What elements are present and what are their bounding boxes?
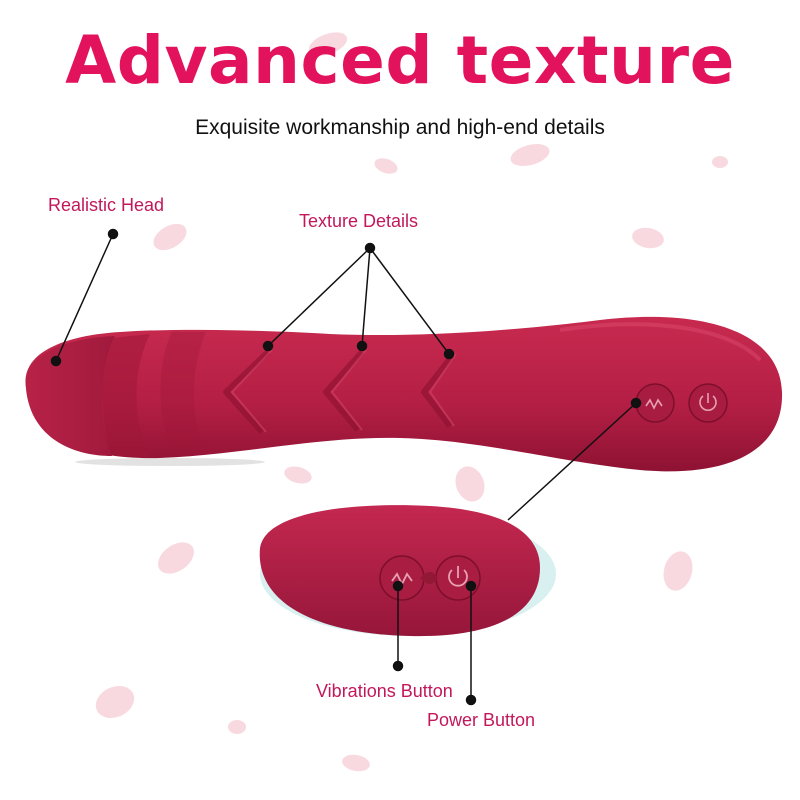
page-subtitle: Exquisite workmanship and high-end detai… [195, 116, 605, 139]
product-body [25, 316, 783, 472]
callout-texture-details: Texture Details [299, 211, 419, 231]
callout-realistic-head: Realistic Head [48, 195, 165, 215]
callout-leaders [50, 228, 642, 706]
callout-power-button: Power Button [427, 710, 536, 730]
callout-vibrations-button: Vibrations Button [316, 681, 453, 701]
power-icon[interactable] [448, 566, 468, 587]
zoomed-control-detail [259, 505, 556, 637]
page-title: Advanced texture [65, 22, 735, 99]
petal-icon [95, 32, 728, 772]
